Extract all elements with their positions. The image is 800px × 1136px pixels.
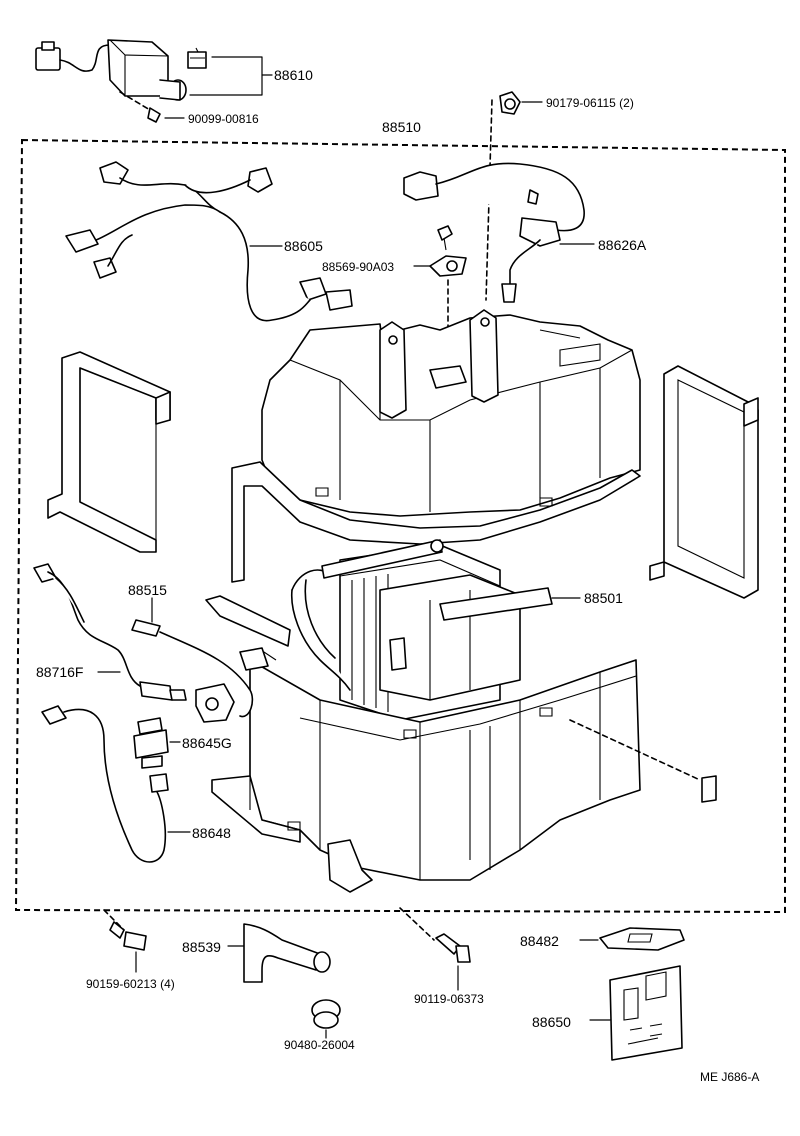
part-expansion-valve [195, 595, 291, 723]
part-88626a-harness [403, 162, 595, 303]
label-88645g: 88645G [182, 735, 232, 751]
label-88626a: 88626A [598, 237, 647, 253]
label-88510: 88510 [382, 119, 421, 135]
part-88482-bracket [579, 927, 685, 951]
part-88648-harness [41, 705, 191, 863]
label-88716f: 88716F [36, 664, 83, 680]
label-88515: 88515 [128, 582, 167, 598]
part-left-seal-frame [47, 351, 171, 553]
part-right-seal-frame [649, 365, 759, 599]
part-small-clip [569, 719, 717, 803]
label-88569: 88569-90A03 [322, 260, 394, 274]
part-88716f-pipe [33, 563, 187, 701]
label-88648: 88648 [192, 825, 231, 841]
footer-code: ME J686-A [700, 1070, 759, 1084]
part-88569-bracket [413, 225, 467, 341]
part-88605-harness [65, 161, 353, 322]
part-90159-bolt [103, 909, 147, 973]
label-90179: 90179-06115 (2) [546, 96, 634, 110]
label-90159: 90159-60213 (4) [86, 977, 175, 991]
part-88539-hose [227, 923, 331, 983]
part-88650-amplifier [589, 965, 683, 1061]
part-lower-case [211, 651, 641, 893]
assembly-border [14, 138, 786, 914]
label-90119: 90119-06373 [414, 992, 484, 1006]
part-88501-evaporator [290, 539, 581, 721]
label-88605: 88605 [284, 238, 323, 254]
label-90099: 90099-00816 [188, 112, 259, 126]
part-upper-case [231, 309, 641, 583]
part-90119-bolt [399, 907, 471, 991]
label-88482: 88482 [520, 933, 559, 949]
label-88539: 88539 [182, 939, 221, 955]
label-88501: 88501 [584, 590, 623, 606]
part-90480-grommet [311, 999, 341, 1039]
part-88610-switch [35, 39, 273, 123]
label-88650: 88650 [532, 1014, 571, 1030]
label-90480: 90480-26004 [284, 1038, 355, 1052]
label-88610: 88610 [274, 67, 313, 83]
part-88645g-switch [133, 717, 181, 769]
